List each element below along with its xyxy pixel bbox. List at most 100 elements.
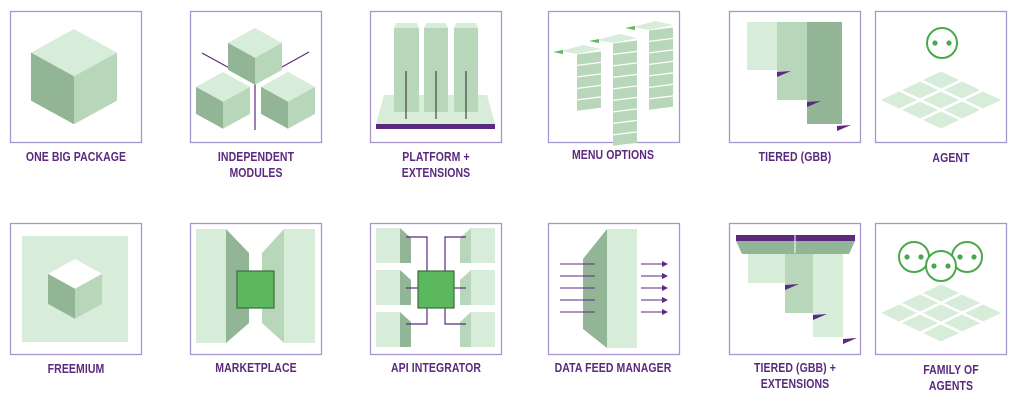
agent-eye xyxy=(945,263,951,269)
tier-marker xyxy=(837,125,851,131)
tier-marker xyxy=(843,338,857,344)
agent-eye xyxy=(931,263,937,269)
tier-marker xyxy=(813,314,827,320)
floor-tile xyxy=(923,111,959,129)
cube-left-face xyxy=(48,273,75,319)
agent-face-icon xyxy=(926,27,958,59)
tier-better xyxy=(777,22,809,100)
menu-slab xyxy=(561,45,601,54)
menu-row xyxy=(577,63,601,77)
icon-freemium xyxy=(9,222,143,356)
cube-left-face xyxy=(261,86,288,129)
floor-tile xyxy=(944,81,980,99)
feed-manager-front xyxy=(607,229,637,348)
floor-tile xyxy=(944,101,980,119)
tier-best xyxy=(807,22,842,124)
cube-right-face xyxy=(74,52,117,125)
icon-data-feed-manager xyxy=(547,222,681,356)
platform-bar xyxy=(376,124,495,129)
cube-left-face xyxy=(196,86,223,129)
menu-slab xyxy=(633,21,673,30)
cube-right-face xyxy=(255,42,282,85)
box-border xyxy=(189,10,323,144)
menu-slab xyxy=(597,34,637,43)
market-hub xyxy=(236,270,275,309)
api-block-left xyxy=(376,312,400,347)
tier-marker xyxy=(777,71,791,77)
label-data-feed-manager: DATA FEED MANAGER xyxy=(546,360,680,376)
floor-tile xyxy=(902,81,938,99)
floor-tile xyxy=(923,71,959,89)
cube-top-face xyxy=(196,72,250,102)
api-block-edge-left xyxy=(400,270,411,305)
floor-tile xyxy=(902,294,938,312)
api-block-right xyxy=(471,228,495,263)
label-line: AGENT xyxy=(932,151,970,165)
floor-tile xyxy=(923,304,959,322)
box-border xyxy=(9,222,143,356)
icon-independent-modules xyxy=(189,10,323,144)
floor-tile xyxy=(923,324,959,342)
menu-row xyxy=(649,39,673,53)
label-line: PLATFORM + xyxy=(402,150,470,164)
cube-left-face xyxy=(228,42,255,85)
agent-eye xyxy=(918,254,924,260)
label-tiered-gbb: TIERED (GBB) xyxy=(728,149,862,165)
label-line: MARKETPLACE xyxy=(215,361,297,375)
arrow-head-icon xyxy=(662,285,668,291)
arrow-head-icon xyxy=(662,261,668,267)
icon-api-integrator xyxy=(369,222,503,356)
floor-tile xyxy=(923,91,959,109)
label-api-integrator: API INTEGRATOR xyxy=(369,360,503,376)
menu-row xyxy=(649,85,673,99)
menu-flag xyxy=(589,39,599,43)
label-agent: AGENT xyxy=(884,150,1018,166)
market-side-left xyxy=(196,229,226,343)
box-border xyxy=(369,222,503,356)
menu-row xyxy=(649,96,673,110)
api-block-right xyxy=(471,312,495,347)
agent-eye xyxy=(957,254,963,260)
label-line: FAMILY OF xyxy=(923,363,979,377)
box-border xyxy=(547,222,681,356)
api-block-edge-left xyxy=(400,228,411,263)
floor-tile xyxy=(902,314,938,332)
box-border xyxy=(9,10,143,144)
label-tiered-gbb-extensions: TIERED (GBB) +EXTENSIONS xyxy=(728,360,862,392)
menu-row xyxy=(613,52,637,66)
label-line: MENU OPTIONS xyxy=(571,148,655,162)
label-line: FREEMIUM xyxy=(47,362,105,376)
cube-right-face xyxy=(75,273,102,319)
menu-row xyxy=(613,109,637,123)
menu-row xyxy=(649,62,673,76)
label-line: MODULES xyxy=(229,166,283,180)
tier-good xyxy=(748,254,785,283)
box-border xyxy=(728,222,862,356)
arrow-head-icon xyxy=(662,297,668,303)
box-border xyxy=(874,10,1008,144)
tier-marker xyxy=(807,101,821,107)
menu-flag xyxy=(625,26,635,30)
floor-tile xyxy=(923,284,959,302)
label-line: AGENTS xyxy=(928,379,974,393)
api-block-right xyxy=(471,270,495,305)
menu-row xyxy=(613,63,637,77)
label-menu-options: MENU OPTIONS xyxy=(546,147,680,163)
cube-right-face xyxy=(223,86,250,129)
box-border xyxy=(728,10,862,144)
floor-tile xyxy=(881,304,917,322)
icon-marketplace xyxy=(189,222,323,356)
label-line: DATA FEED MANAGER xyxy=(554,361,672,375)
arrow-head-icon xyxy=(662,309,668,315)
menu-row xyxy=(577,74,601,88)
menu-row xyxy=(613,121,637,135)
menu-row xyxy=(577,97,601,111)
label-freemium: FREEMIUM xyxy=(9,361,143,377)
floor-tile xyxy=(965,304,1001,322)
menu-row xyxy=(613,132,637,146)
box-border xyxy=(369,10,503,144)
api-block-left xyxy=(376,270,400,305)
